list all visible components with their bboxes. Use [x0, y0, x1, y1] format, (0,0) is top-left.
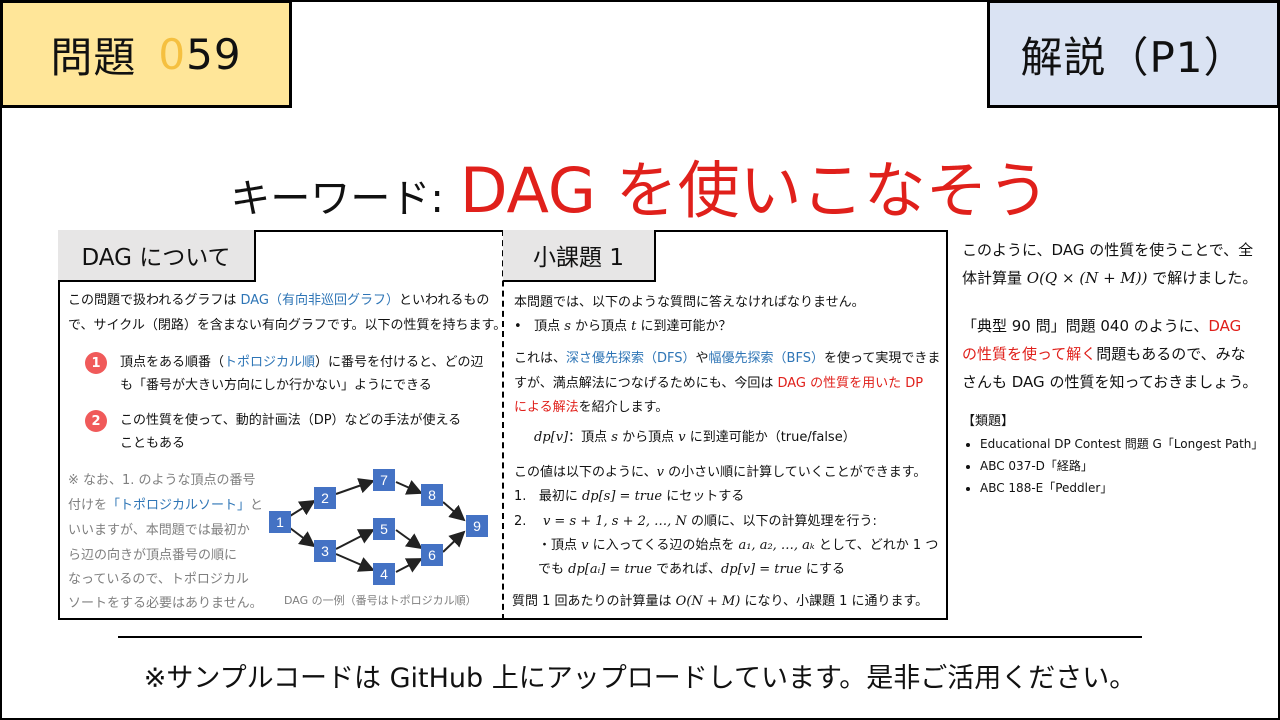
- note-line4: ら辺の向きが頂点番号の順に: [68, 548, 238, 563]
- tab-subtask-1: 小課題 1: [503, 230, 656, 282]
- subtask-line3: これは、深さ優先探索（DFS）や幅優先探索（BFS）を使って実現できま: [514, 351, 941, 366]
- subtask-line6: この値は以下のように、v の小さい順に計算していくことができます。: [514, 465, 927, 480]
- related-item: Educational DP Contest 問題 G「Longest Path…: [980, 433, 1274, 455]
- graph-node-label: 5: [380, 521, 388, 537]
- note-line3: いいますが、本問題では最初か: [68, 523, 250, 538]
- keyword-heading: キーワード: DAG を使いこなそう: [0, 140, 1280, 230]
- point-2-line1: この性質を使って、動的計画法（DP）などの手法が使える: [120, 413, 462, 428]
- note-line2: 付けを「トポロジカルソート」と: [68, 498, 264, 513]
- graph-nodes: 1 2 3 4 5 6 7 8 9: [269, 469, 488, 585]
- related-item: ABC 188-E「Peddler」: [980, 477, 1274, 499]
- note-line5: なっているので、トポロジカル: [68, 572, 249, 587]
- summary-para-1: このように、DAG の性質を使うことで、全 体計算量 O(Q × (N + M)…: [962, 241, 1258, 287]
- graph-node-4: [373, 563, 395, 585]
- graph-node-2: [314, 487, 336, 509]
- dag-intro-line1: この問題で扱われるグラフは DAG（有向非巡回グラフ）といわれるもの: [68, 293, 490, 308]
- section-badge: 解説（P1）: [987, 0, 1280, 108]
- step-2-detail-1: ・頂点 v に入ってくる辺の始点を a₁, a₂, …, aₖ として、どれか …: [538, 538, 939, 553]
- graph-node-label: 8: [428, 487, 436, 503]
- tab-dag: DAG について: [58, 230, 256, 282]
- keyword-main: DAG を使いこなそう: [459, 154, 1050, 227]
- footer-note: ※サンプルコードは GitHub 上にアップロードしています。是非ご活用ください…: [143, 663, 1137, 694]
- problem-label: 問題: [50, 32, 137, 82]
- graph-edges: [289, 478, 466, 573]
- note-line6: ソートをする必要はありません。: [68, 596, 263, 611]
- subtask-line4: すが、満点解法につなげるためにも、今回は DAG の性質を用いた DP: [514, 376, 924, 391]
- point-1-line2: も「番号が大きい方向にしか行かない」ようにできる: [120, 378, 432, 393]
- section-label: 解説（P1）: [1020, 32, 1247, 82]
- related-item: ABC 037-D「経路」: [980, 455, 1274, 477]
- panel-divider: [502, 230, 504, 620]
- step-2: 2. v = s + 1, s + 2, …, N の順に、以下の計算処理を行う…: [514, 514, 877, 529]
- graph-node-label: 1: [276, 514, 284, 530]
- summary-column: このように、DAG の性質を使うことで、全 体計算量 O(Q × (N + M)…: [962, 236, 1274, 499]
- graph-node-label: 2: [321, 490, 329, 506]
- subtask-question: • 頂点 s から頂点 t に到達可能か？: [514, 319, 732, 334]
- graph-node-3: [314, 540, 336, 562]
- graph-node-8: [421, 484, 443, 506]
- graph-node-6: [421, 544, 443, 566]
- graph-node-7: [373, 469, 395, 491]
- graph-caption: DAG の一例（番号はトポロジカル順）: [284, 594, 477, 607]
- point-1-line1: 頂点をある順番（トポロジカル順）に番号を付けると、どの辺: [120, 355, 484, 370]
- graph-node-label: 6: [428, 547, 436, 563]
- graph-node-9: [466, 515, 488, 537]
- graph-node-5: [373, 518, 395, 540]
- subtask-line5: による解法を紹介します。: [514, 400, 669, 415]
- point-1-marker: 1: [85, 352, 107, 374]
- dp-definition: dp[v]：頂点 s から頂点 v に到達可能か（true/false）: [534, 430, 856, 445]
- footer-rule: [118, 636, 1142, 638]
- note-line1: ※ なお、1. のような頂点の番号: [68, 473, 256, 488]
- step-1: 1. 最初に dp[s] = true にセットする: [514, 489, 745, 504]
- dag-example-graph: 1 2 3 4 5 6 7 8 9: [269, 469, 488, 585]
- point-2-line2: こともある: [120, 436, 186, 451]
- step-2-detail-2: でも dp[aᵢ] = true であれば、dp[v] = true にする: [538, 562, 846, 577]
- dag-intro-line2: で、サイクル（閉路）を含まない有向グラフです。以下の性質を持ちます。: [68, 318, 507, 333]
- dag-term: DAG（有向非巡回グラフ）: [240, 293, 400, 308]
- subtask-line1: 本問題では、以下のような質問に答えなければなりません。: [514, 295, 865, 310]
- graph-node-label: 7: [380, 472, 388, 488]
- complexity-line: 質問 1 回あたりの計算量は O(N + M) になり、小課題 1 に通ります。: [512, 594, 929, 609]
- summary-para-2: 「典型 90 問」問題 040 のように、DAG の性質を使って解く問題もあるの…: [962, 317, 1258, 391]
- problem-number-ghost: 0: [158, 29, 187, 79]
- point-2-marker: 2: [85, 410, 107, 432]
- keyword-lead: キーワード:: [230, 176, 444, 222]
- graph-node-label: 4: [380, 566, 388, 582]
- graph-node-label: 9: [473, 518, 481, 534]
- related-title: 【類題】: [962, 414, 1015, 429]
- problem-number: 59: [186, 29, 242, 79]
- graph-node-label: 3: [321, 543, 329, 559]
- related-list: Educational DP Contest 問題 G「Longest Path…: [962, 433, 1274, 499]
- graph-node-1: [269, 511, 291, 533]
